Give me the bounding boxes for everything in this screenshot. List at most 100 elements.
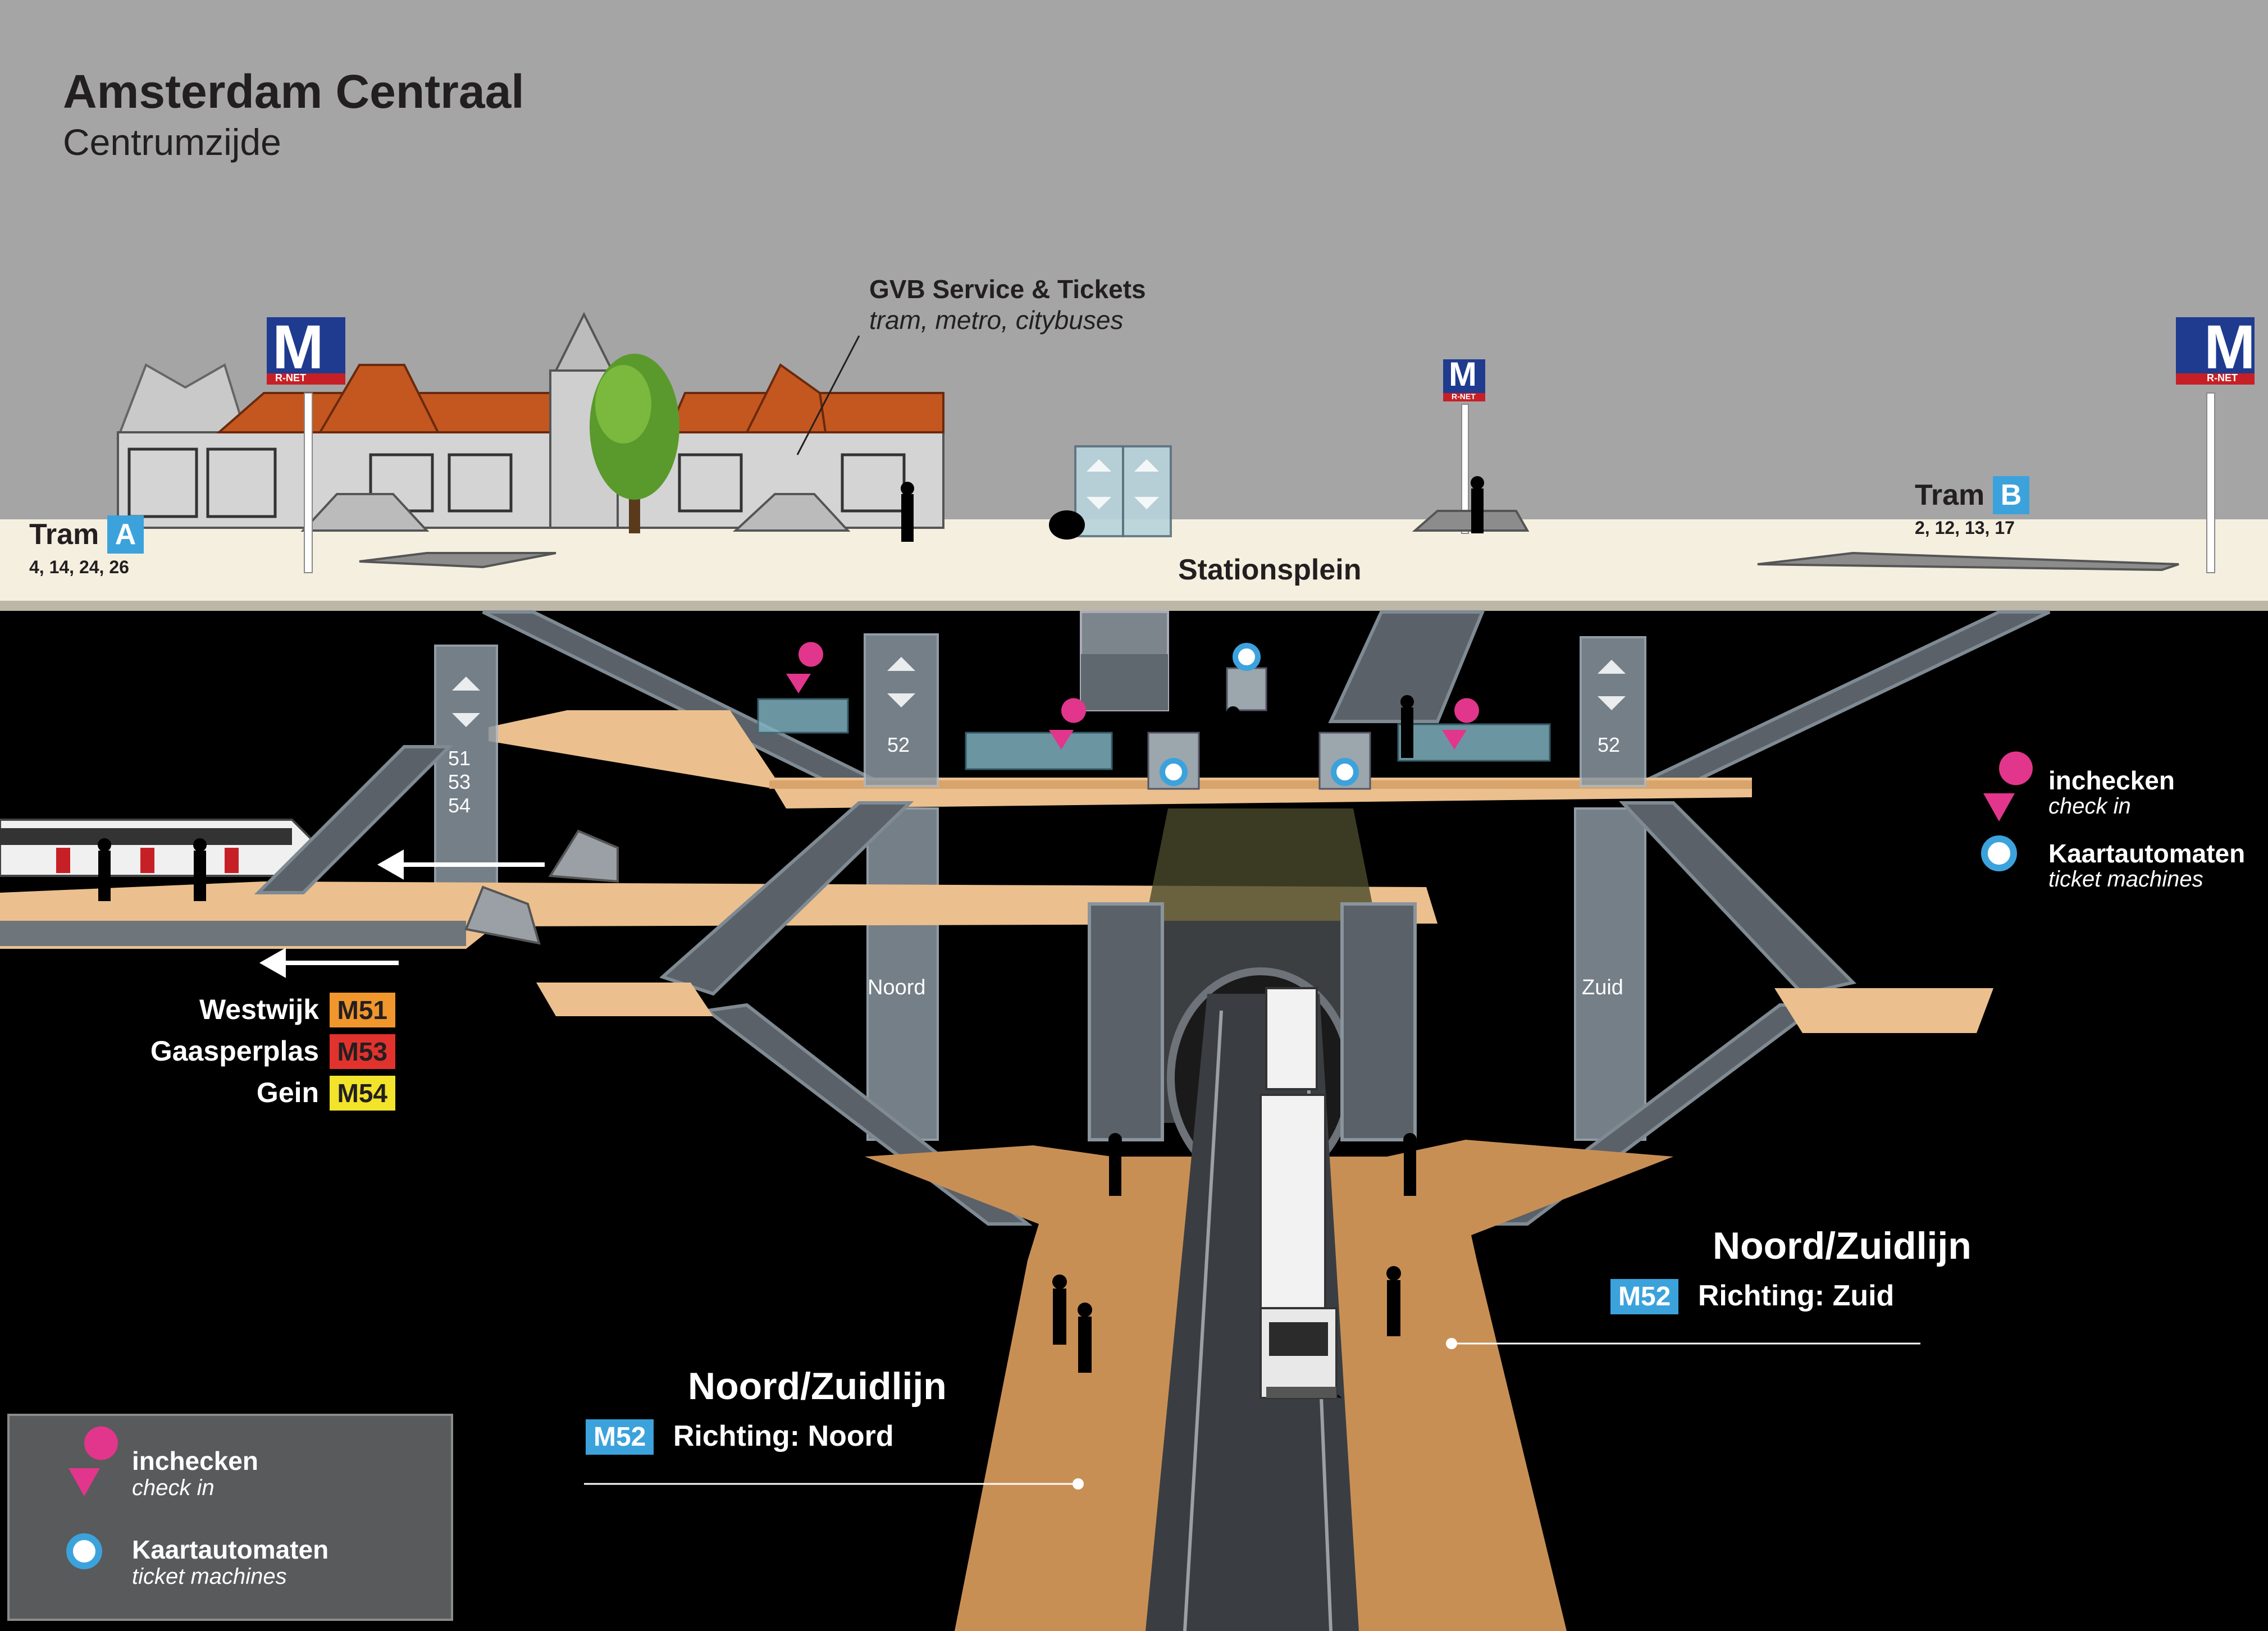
legend-right-checkin-label: inchecken (2048, 766, 2175, 795)
tree (590, 354, 679, 533)
metro-sign-mid-brand: R-NET (1452, 392, 1476, 401)
tram-b-lines: 2, 12, 13, 17 (1915, 518, 2015, 538)
metro-sign-left-letter: M (272, 313, 324, 382)
metro-train-eastline (0, 819, 321, 877)
escalator-eastline (254, 745, 454, 894)
plaza-elevator (1074, 445, 1172, 537)
elevator-52-mid-label: 52 (887, 733, 910, 756)
legend-checkin-label: inchecken (132, 1446, 258, 1475)
checkin-pin-legend (69, 1426, 118, 1496)
legend-machines-label: Kaartautomaten (132, 1535, 329, 1564)
tram-a-badge: A (107, 515, 144, 554)
south-title: Noord/Zuidlijn (1713, 1225, 1972, 1267)
landing-left (536, 983, 713, 1016)
tram-a: Tram A 4, 14, 24, 26 (29, 515, 144, 578)
page-subtitle: Centrumzijde (63, 121, 281, 163)
legend-checkin-sub: check in (132, 1475, 215, 1500)
ticket-machine-icon (1233, 643, 1261, 671)
metro-sign-right-brand: R-NET (2207, 372, 2238, 383)
elevator-zuid (1574, 807, 1646, 1141)
person (1109, 1145, 1121, 1196)
tram-b-label: Tram (1915, 479, 1985, 511)
north-direction-row: M52 Richting: Noord (586, 1419, 894, 1455)
pointer-service (796, 335, 860, 455)
legend-right-checkin-sub: check in (2048, 794, 2131, 819)
checkin-pin (1049, 698, 1086, 750)
westline-row: Gaasperplas M53 (150, 1034, 395, 1076)
person (1078, 1317, 1092, 1373)
westlines-list: Westwijk M51 Gaasperplas M53 Gein M54 (150, 993, 395, 1117)
street-name: Stationsplein (1178, 554, 1362, 586)
person (1387, 1280, 1400, 1336)
person (1401, 707, 1413, 758)
westline-dest: Westwijk (199, 994, 320, 1025)
escalator-nz-left-1 (659, 801, 914, 996)
landing-right (1774, 988, 1993, 1033)
elevator-52-right-label: 52 (1598, 733, 1621, 756)
metro-sign-mid (1443, 359, 1485, 534)
metro-sign-right-letter: M (2204, 313, 2256, 382)
tram-b-badge: B (1992, 476, 2030, 514)
elevator-line-54: 54 (448, 794, 471, 817)
metro-sign-left-brand: R-NET (275, 372, 306, 383)
page-title: Amsterdam Centraal (63, 65, 524, 118)
north-direction: Richting: Noord (673, 1420, 894, 1452)
metro-train-nz (1260, 987, 1342, 1399)
westline-badge: M53 (329, 1034, 395, 1069)
ticket-machine-icon (1331, 758, 1359, 786)
legend-machines-sub: ticket machines (132, 1564, 287, 1589)
person (1471, 488, 1484, 533)
tram-a-label: Tram (29, 518, 99, 551)
service-subtitle: tram, metro, citybuses (869, 305, 1124, 335)
person (98, 851, 111, 901)
tram-a-lines: 4, 14, 24, 26 (29, 557, 129, 577)
westline-row: Westwijk M51 (150, 993, 395, 1034)
westline-badge: M51 (329, 993, 395, 1027)
elevator-noord-label: Noord (868, 976, 926, 999)
person (194, 851, 206, 901)
elevator-line-51: 51 (448, 747, 471, 770)
south-direction-row: M52 Richting: Zuid (1610, 1279, 1894, 1314)
legend-right-machines-label: Kaartautomaten (2048, 839, 2246, 868)
service-title: GVB Service & Tickets (869, 275, 1146, 304)
westline-dest: Gaasperplas (150, 1035, 320, 1067)
metro-sign-mid-letter: M (1449, 355, 1477, 393)
south-line-badge: M52 (1610, 1279, 1679, 1314)
elevator-51-53-54-labels: 51 53 54 (448, 747, 471, 817)
legend-box (7, 1414, 453, 1621)
light-shaft (1146, 808, 1376, 921)
person-wheelchair (1049, 510, 1085, 540)
checkin-pin (786, 642, 823, 693)
escalator-tunnel-left (1088, 902, 1164, 1141)
north-title: Noord/Zuidlijn (688, 1365, 947, 1408)
south-direction: Richting: Zuid (1697, 1280, 1895, 1312)
plaza-opening-right (1757, 551, 2179, 572)
elevator-line-53: 53 (448, 770, 471, 793)
metro-sign-right (2176, 317, 2255, 573)
checkin-pin-legend-right (1983, 751, 2033, 821)
elevator-52-right (1580, 636, 1646, 787)
gates (1397, 723, 1551, 762)
elevator-52-mid (864, 633, 939, 787)
ticket-machine-legend-right (1981, 835, 2017, 871)
legend-right-machines-sub: ticket machines (2048, 867, 2203, 892)
north-line-badge: M52 (586, 1419, 654, 1455)
escalator-tunnel-right (1340, 902, 1417, 1141)
elevator-noord (866, 807, 939, 1141)
person (1404, 1145, 1416, 1196)
ticket-machine-legend (66, 1533, 102, 1569)
westline-badge: M54 (329, 1076, 395, 1111)
person (1053, 1289, 1066, 1345)
plaza-opening-left (359, 552, 556, 569)
ticket-machine-icon (1160, 758, 1188, 786)
gates (757, 698, 849, 734)
westline-row: Gein M54 (150, 1076, 395, 1117)
metro-sign-left (267, 317, 345, 573)
gates (965, 732, 1113, 770)
tram-b: Tram B 2, 12, 13, 17 (1915, 476, 2030, 538)
central-shaft (1080, 611, 1169, 711)
person (1227, 719, 1239, 769)
checkin-pin (1442, 698, 1479, 750)
person (901, 494, 914, 542)
